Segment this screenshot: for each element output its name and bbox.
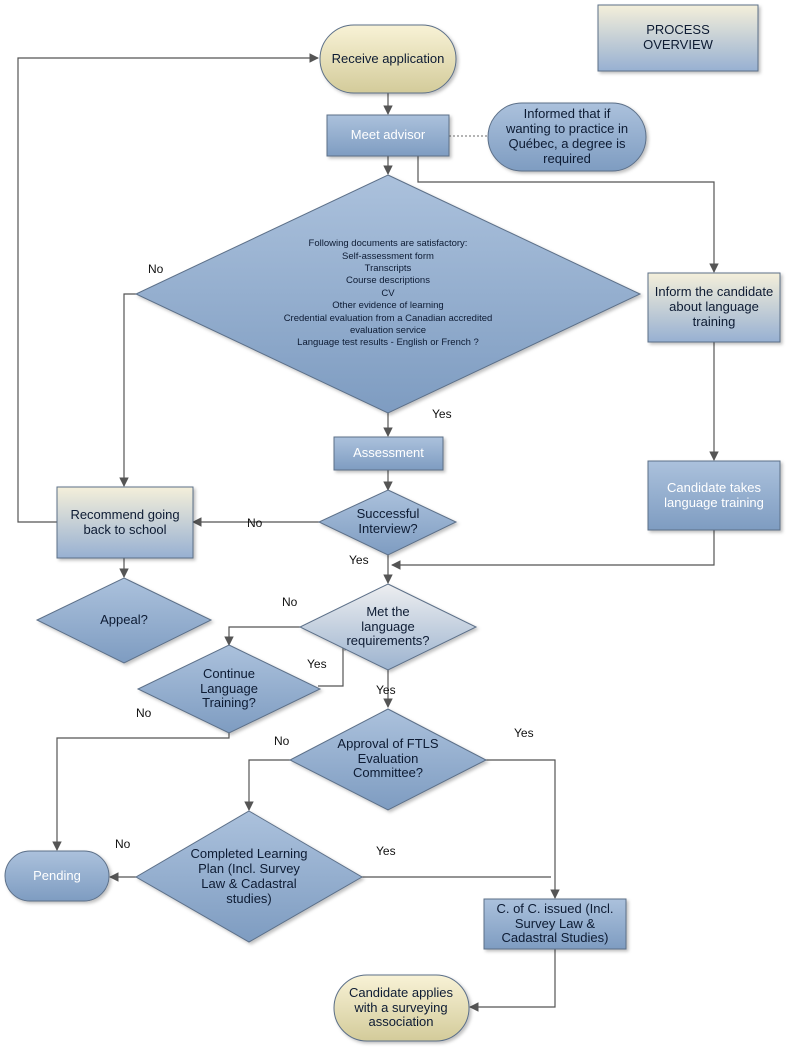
takes-language-node [647,460,781,531]
interview-decision [317,489,458,556]
connectors [17,53,719,1012]
recommend-school-label: Recommend going back to school [70,506,180,537]
met-language-decision [298,583,478,671]
receive-application-node [319,24,457,94]
recommend-school-node [56,486,194,559]
met-language-label: Met the language requirements? [346,603,430,649]
edge-label-met-no: No [282,595,298,609]
receive-application-label: Receive application [331,50,445,66]
informed-note-node [487,102,647,172]
appeal-decision [35,577,213,664]
learning-plan-decision [135,810,363,943]
approval-decision [288,708,488,811]
edge-label-met-yes: Yes [376,683,396,697]
edge-label-plan-no: No [115,837,131,851]
continue-language-label: Continue Language Training? [200,665,258,711]
learning-plan-label: Completed Learning Plan (Incl. Survey La… [190,846,308,906]
edge-continue-pending [52,733,230,851]
edge-approval-plan [244,759,290,811]
continue-language-decision [136,644,322,734]
documents-decision-label: Following documents are satisfactory: Se… [283,238,493,349]
meet-advisor-node [326,114,450,157]
pending-label: Pending [33,867,81,883]
applies-association-node [333,974,470,1042]
edge-label-continue-no: No [136,706,152,720]
assessment-label: Assessment [353,445,424,461]
inform-language-label: Inform the candidate about language trai… [654,284,774,329]
pending-node [4,850,110,902]
edge-label-documents-yes: Yes [432,407,452,421]
documents-decision [134,174,642,414]
inform-language-node [647,272,781,343]
applies-association-label: Candidate applies with a surveying assoc… [348,984,454,1030]
edge-recommend-receive [17,53,319,523]
appeal-label: Appeal? [100,611,148,627]
edge-label-plan-yes: Yes [376,844,396,858]
assessment-node [333,436,444,471]
edge-label-approval-no: No [274,734,290,748]
interview-label: Successful Interview? [356,506,420,536]
coc-issued-node [483,898,627,950]
process-overview-box [597,4,759,72]
edge-advisor-inform-lang [417,156,719,273]
edge-label-interview-no: No [247,516,263,530]
process-overview-label: PROCESS OVERVIEW [643,22,713,52]
edge-takes-met [391,530,715,570]
edge-documents-recommend [119,293,136,487]
meet-advisor-label: Meet advisor [350,127,426,143]
edge-approval-coc [484,759,560,899]
edge-label-documents-no: No [148,262,164,276]
informed-note-label: Informed that if wanting to practice in … [505,106,629,166]
approval-label: Approval of FTLS Evaluation Committee? [337,735,439,781]
edge-label-continue-yes: Yes [307,657,327,671]
takes-language-label: Candidate takes language training [664,479,764,510]
coc-issued-label: C. of C. issued (Incl. Survey Law & Cada… [496,900,614,946]
edge-label-approval-yes: Yes [514,726,534,740]
edge-met-continue [224,626,300,646]
edge-label-interview-yes: Yes [349,553,369,567]
edge-coc-applies [469,948,556,1012]
